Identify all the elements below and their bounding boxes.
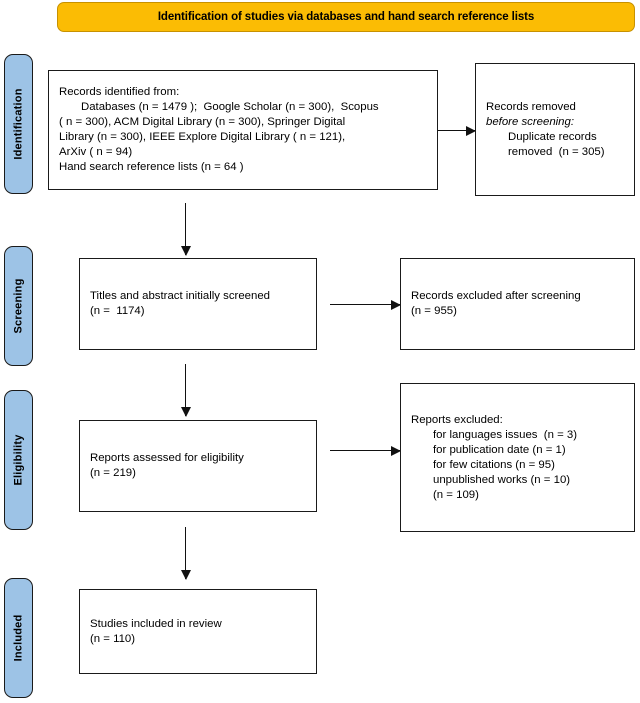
box-studies-included-text: Studies included in review (n = 110)	[80, 616, 316, 646]
arrow-screening-to-eligibility	[185, 364, 187, 416]
stage-tab-identification-label: Identification	[12, 88, 25, 160]
stage-tab-identification: Identification	[4, 54, 33, 194]
box-records-identified-text: Records identified from: Databases (n = 1…	[49, 85, 437, 175]
text-line: (n = 110)	[90, 632, 136, 645]
box-records-removed: Records removed before screening: Duplicat…	[475, 63, 635, 196]
box-records-identified: Records identified from: Databases (n = 1…	[48, 70, 438, 190]
text-line: (n = 109)	[433, 488, 479, 501]
text-line: Reports assessed for eligibility	[90, 451, 244, 464]
arrow-identification-to-screening	[185, 203, 187, 255]
text-line: ArXiv ( n = 94)	[59, 146, 133, 159]
text-line: Records identified from:	[59, 85, 180, 98]
box-reports-assessed-text: Reports assessed for eligibility (n = 219…	[80, 451, 316, 481]
box-reports-assessed: Reports assessed for eligibility (n = 219…	[79, 420, 317, 512]
text-line: (n = 1174)	[90, 305, 145, 317]
stage-tab-screening: Screening	[4, 246, 33, 366]
arrow-eligibility-to-included	[185, 527, 187, 579]
text-line: unpublished works (n = 10)	[433, 473, 571, 486]
text-line: Reports excluded:	[411, 413, 503, 426]
text-line: Studies included in review	[90, 617, 222, 630]
text-line: Library (n = 300), IEEE Explore Digital …	[59, 131, 346, 143]
banner-title: Identification of studies via databases …	[157, 10, 535, 23]
box-studies-included: Studies included in review (n = 110)	[79, 589, 317, 674]
box-titles-screened: Titles and abstract initially screened (n…	[79, 258, 317, 350]
text-line: for publication date (n = 1)	[433, 443, 566, 456]
box-titles-screened-text: Titles and abstract initially screened (n…	[80, 289, 316, 319]
text-line: for few citations (n = 95)	[433, 458, 555, 471]
text-line: Records removed	[486, 100, 576, 113]
arrow-screened-to-excluded	[330, 304, 400, 306]
text-line: Duplicate records	[508, 130, 597, 143]
arrow-assessed-to-excluded	[330, 450, 400, 452]
text-line: Titles and abstract initially screened	[90, 289, 271, 302]
text-line: Databases (n = 1479 ); Google Scholar (n…	[81, 100, 379, 113]
text-line: Records excluded after screening	[411, 289, 581, 302]
arrow-identified-to-removed	[438, 130, 475, 132]
diagram-banner: Identification of studies via databases …	[57, 2, 635, 32]
stage-tab-eligibility: Eligibility	[4, 390, 33, 530]
stage-tab-included-label: Included	[12, 614, 25, 662]
stage-tab-screening-label: Screening	[12, 278, 25, 334]
text-line: removed (n = 305)	[508, 145, 605, 158]
text-line: before screening:	[486, 115, 575, 128]
box-records-removed-text: Records removed before screening: Duplicat…	[476, 99, 634, 159]
text-line: Hand search reference lists (n = 64 )	[59, 161, 244, 174]
box-reports-excluded: Reports excluded: for languages issues (n…	[400, 383, 635, 532]
text-line: for languages issues (n = 3)	[433, 428, 578, 441]
stage-tab-eligibility-label: Eligibility	[12, 434, 25, 486]
text-line: (n = 219)	[90, 467, 136, 479]
text-line: (n = 955)	[411, 305, 457, 317]
box-records-excluded: Records excluded after screening (n = 955…	[400, 258, 635, 350]
box-records-excluded-text: Records excluded after screening (n = 955…	[401, 289, 634, 319]
stage-tab-included: Included	[4, 578, 33, 698]
text-line: ( n = 300), ACM Digital Library (n = 300…	[59, 115, 346, 128]
box-reports-excluded-text: Reports excluded: for languages issues (n…	[401, 412, 634, 502]
